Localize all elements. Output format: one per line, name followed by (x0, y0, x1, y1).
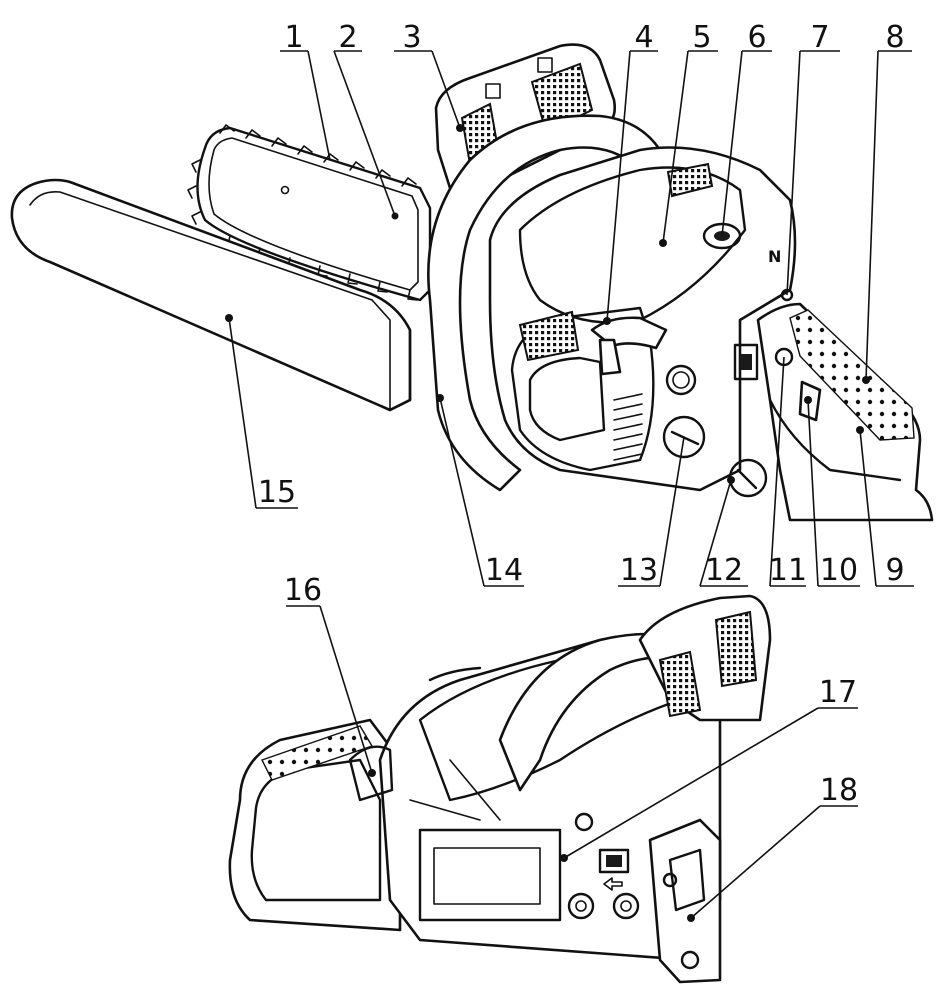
callout-16: 16 (284, 573, 322, 608)
callout-10: 10 (820, 553, 858, 588)
callout-2: 2 (338, 20, 357, 55)
callout-9: 9 (885, 553, 904, 588)
callout-15: 15 (258, 475, 296, 510)
callout-8: 8 (885, 20, 904, 55)
callout-1: 1 (284, 20, 303, 55)
leader-lines (228, 50, 914, 919)
callout-18: 18 (820, 773, 858, 808)
engine-housing: N (488, 146, 797, 498)
callout-5: 5 (692, 20, 711, 55)
bar-cover (10, 178, 412, 412)
rear-handle (756, 302, 934, 522)
chainsaw-bottom-view (228, 594, 772, 984)
callout-6: 6 (747, 20, 766, 55)
svg-text:N: N (768, 247, 781, 266)
callout-3: 3 (402, 20, 421, 55)
callout-4: 4 (634, 20, 653, 55)
callout-labels: 1 2 3 4 5 6 7 8 9 10 11 12 13 14 15 16 1… (258, 20, 905, 808)
throttle-controls (774, 288, 822, 422)
callout-17: 17 (819, 675, 857, 710)
callout-11: 11 (769, 553, 807, 588)
callout-12: 12 (705, 553, 743, 588)
callout-13: 13 (620, 553, 658, 588)
callout-14: 14 (485, 553, 523, 588)
callout-7: 7 (810, 20, 829, 55)
chainsaw-top-view: N (10, 43, 934, 522)
